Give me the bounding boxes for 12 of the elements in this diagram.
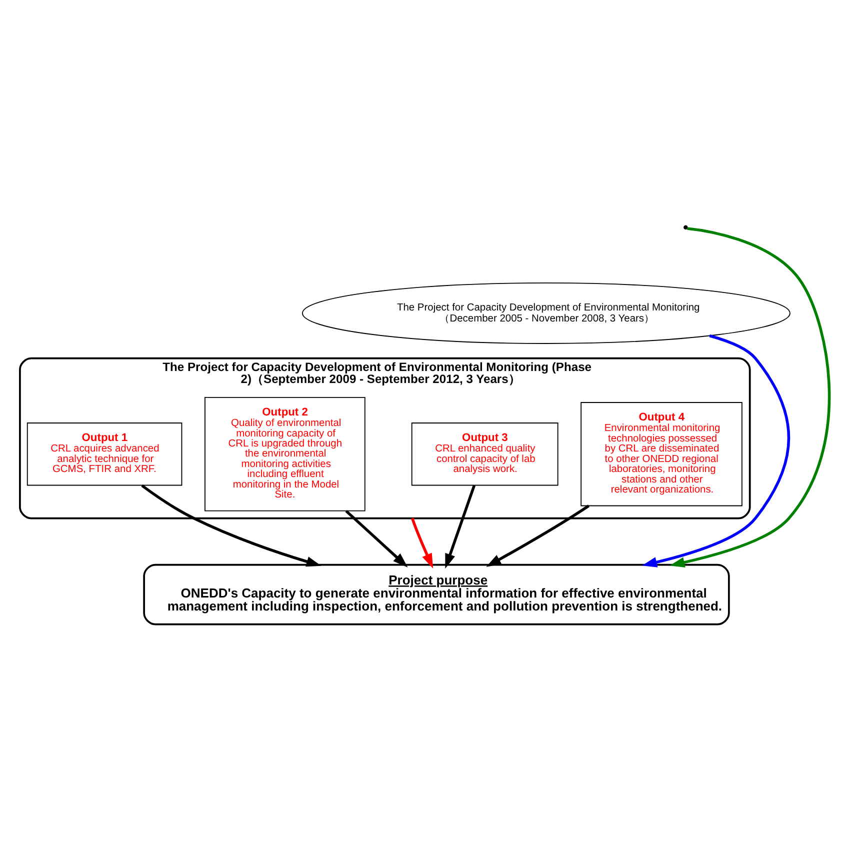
node-box: Output 4 Environmental monitoring technologies possessed by CRL are disseminated to other ONEDD regional laboratories, monitoring stations and other relevant organizations. (580, 402, 742, 506)
node-box: Output 3 CRL enhanced quality control capacity of lab analysis work. (411, 422, 558, 486)
arrow (345, 510, 408, 568)
arrow (445, 485, 476, 569)
node-ellipse: The Project for Capacity Development of Environmental Monitoring （December 2005 - November 2008, 3 Years） (302, 282, 790, 344)
arrow (411, 518, 434, 568)
node-box: Project purpose ONEDD's Capacity to generate environmental information for effective environmental management including inspection, enforcement and pollution prevention is strengthened. (143, 564, 730, 626)
arrow (486, 504, 590, 567)
arrow (141, 484, 322, 567)
node-box: Output 1 CRL acquires advanced analytic technique for GCMS, FTIR and XRF. (26, 422, 182, 486)
arrow (670, 227, 831, 568)
node-box: Output 2 Quality of environmental monitoring capacity of CRL is upgraded through the environmental monitoring activities including effluent monitoring in the Model Site. (204, 396, 366, 512)
